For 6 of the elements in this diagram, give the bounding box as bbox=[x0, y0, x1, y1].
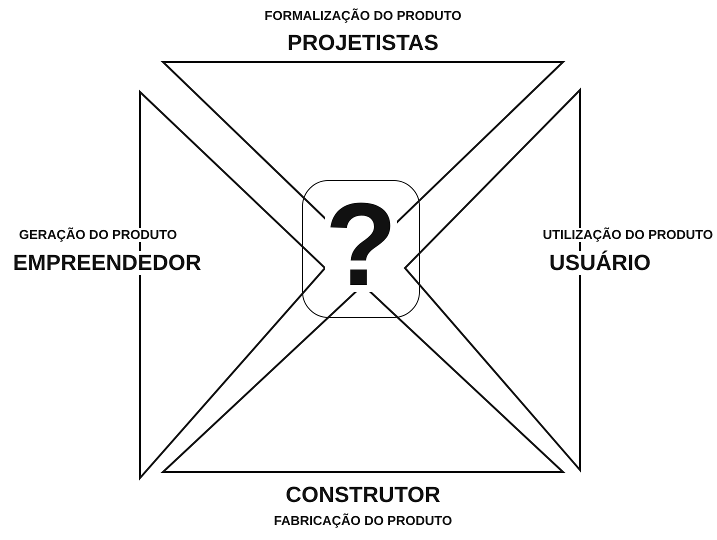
role-caption: GERAÇÃO DO PRODUTO bbox=[18, 228, 178, 242]
role-caption: FABRICAÇÃO DO PRODUTO bbox=[272, 514, 454, 528]
role-title: USUÁRIO bbox=[548, 251, 652, 276]
role-caption: UTILIZAÇÃO DO PRODUTO bbox=[542, 228, 714, 242]
role-caption: FORMALIZAÇÃO DO PRODUTO bbox=[264, 9, 462, 24]
role-title: EMPREENDEDOR bbox=[12, 251, 202, 276]
